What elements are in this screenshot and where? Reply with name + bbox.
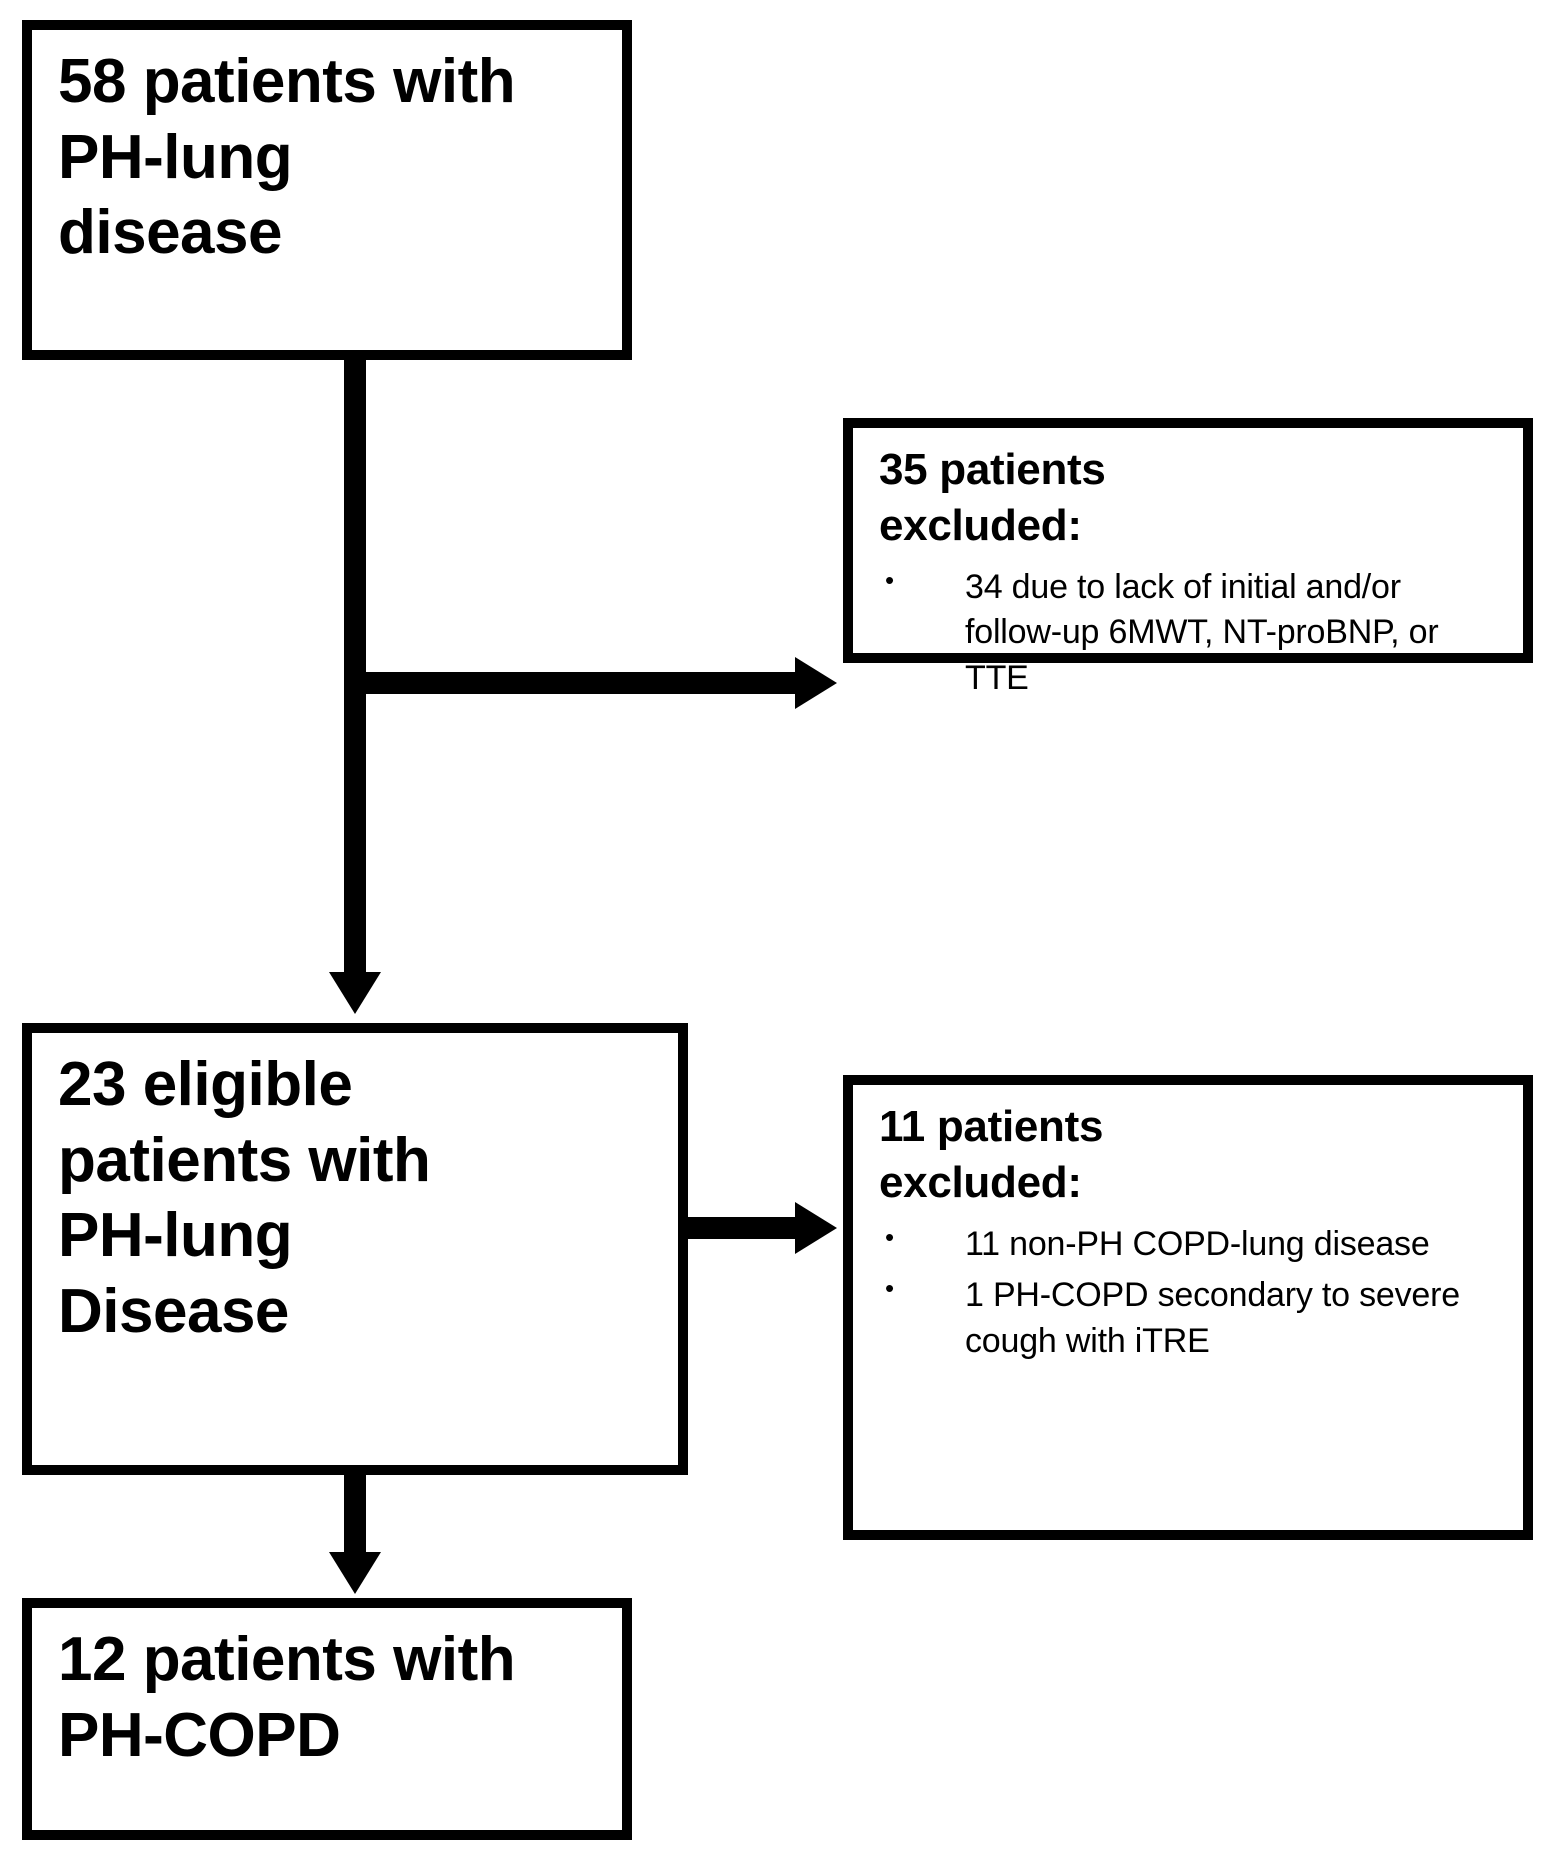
node-excluded-first-body: 35 patients excluded: 34 due to lack of …: [853, 428, 1523, 717]
node-cohort-final-body: 12 patients with PH-COPD: [32, 1608, 622, 1783]
node-cohort-eligible-line3: PH-lung: [58, 1201, 293, 1271]
edge-initial-to-eligible-arrowhead: [329, 972, 381, 1014]
edge-initial-to-eligible-stem: [344, 360, 366, 978]
node-excluded-second-heading-line2: excluded:: [879, 1158, 1082, 1208]
node-cohort-eligible-line4: Disease: [58, 1276, 289, 1346]
edge-initial-to-excluded-first-stem: [355, 672, 807, 694]
edge-eligible-to-final-stem: [344, 1475, 366, 1557]
edge-initial-to-excluded-first-arrowhead: [795, 657, 837, 709]
edge-eligible-to-excluded-second-stem: [688, 1217, 808, 1239]
node-cohort-initial-line2: PH-lung: [58, 122, 293, 192]
node-cohort-initial: 58 patients with PH-lung disease: [22, 20, 632, 360]
node-excluded-second-body: 11 patients excluded: 11 non-PH COPD-lun…: [853, 1085, 1523, 1380]
node-cohort-final: 12 patients with PH-COPD: [22, 1598, 632, 1840]
node-excluded-second-bullet-list: 11 non-PH COPD-lung disease 1 PH-COPD se…: [879, 1220, 1501, 1365]
node-cohort-final-line1: 12 patients with: [58, 1625, 516, 1694]
list-item: 34 due to lack of initial and/or follow-…: [879, 563, 1501, 702]
node-cohort-eligible-body: 23 eligible patients with PH-lung Diseas…: [32, 1033, 678, 1360]
list-item: 1 PH-COPD secondary to severe cough with…: [879, 1271, 1501, 1364]
node-cohort-initial-line3: disease: [58, 198, 283, 268]
node-cohort-initial-body: 58 patients with PH-lung disease: [32, 30, 622, 281]
node-cohort-final-line2: PH-COPD: [58, 1700, 341, 1770]
node-cohort-initial-line1: 58 patients with: [58, 47, 516, 116]
edge-eligible-to-final-arrowhead: [329, 1552, 381, 1594]
node-cohort-eligible: 23 eligible patients with PH-lung Diseas…: [22, 1023, 688, 1475]
edge-eligible-to-excluded-second-arrowhead: [795, 1202, 837, 1254]
list-item: 11 non-PH COPD-lung disease: [879, 1220, 1501, 1268]
node-excluded-second-heading-line1: 11 patients: [879, 1102, 1104, 1151]
node-excluded-first: 35 patients excluded: 34 due to lack of …: [843, 418, 1533, 697]
node-excluded-first-bullet-list: 34 due to lack of initial and/or follow-…: [879, 563, 1501, 702]
node-excluded-first-heading-line1: 35 patients: [879, 445, 1106, 494]
node-cohort-eligible-line2: patients with: [58, 1125, 431, 1195]
node-cohort-eligible-line1: 23 eligible: [58, 1050, 353, 1119]
node-excluded-first-heading-line2: excluded:: [879, 501, 1082, 551]
node-excluded-second: 11 patients excluded: 11 non-PH COPD-lun…: [843, 1075, 1533, 1540]
